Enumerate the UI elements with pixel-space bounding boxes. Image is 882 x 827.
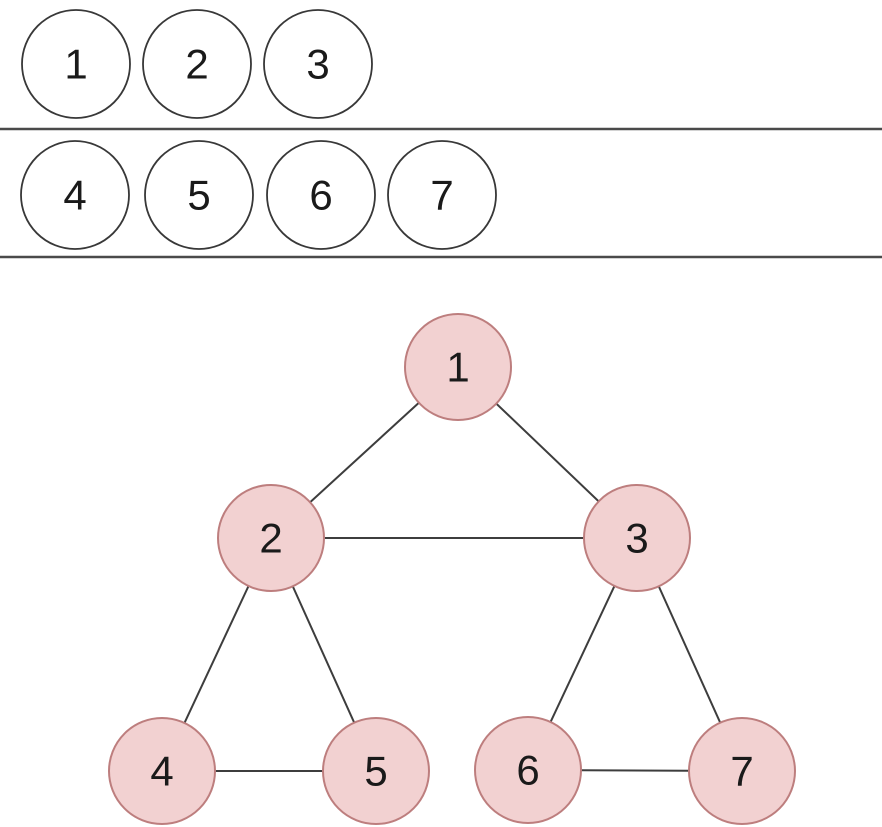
graph-node-5 (322, 717, 430, 825)
shelf-circle-7 (387, 140, 497, 250)
graph-nodes: 1 2 3 4 5 6 7 (108, 313, 796, 825)
shelf-circle-label-5: 5 (187, 172, 210, 219)
shelf-circle-label-1: 1 (64, 41, 87, 88)
shelf-circle-label-6: 6 (309, 172, 332, 219)
shelf-circle-label-3: 3 (306, 41, 329, 88)
shelf-section: 1 2 3 4 5 6 7 (20, 9, 497, 250)
shelf-circle-2 (142, 9, 252, 119)
graph-node-label-2: 2 (259, 515, 282, 562)
graph-node-label-7: 7 (730, 748, 753, 795)
shelf-circle-4 (20, 140, 130, 250)
graph-node-label-6: 6 (516, 747, 539, 794)
shelf-circle-1 (21, 9, 131, 119)
graph-node-3 (583, 484, 691, 592)
shelf-circle-5 (144, 140, 254, 250)
graph-node-label-3: 3 (625, 515, 648, 562)
shelf-circle-6 (266, 140, 376, 250)
graph-node-label-5: 5 (364, 748, 387, 795)
graph-node-1 (404, 313, 512, 421)
graph-node-label-1: 1 (446, 344, 469, 391)
graph-node-label-4: 4 (150, 748, 173, 795)
shelf-circle-label-4: 4 (63, 172, 86, 219)
separator-lines (0, 127, 882, 259)
shelf-circle-3 (263, 9, 373, 119)
shelf-circle-label-2: 2 (185, 41, 208, 88)
graph-node-4 (108, 717, 216, 825)
graph-node-2 (217, 484, 325, 592)
graph-node-6 (474, 716, 582, 824)
graph-node-7 (688, 717, 796, 825)
shelf-circle-label-7: 7 (430, 172, 453, 219)
